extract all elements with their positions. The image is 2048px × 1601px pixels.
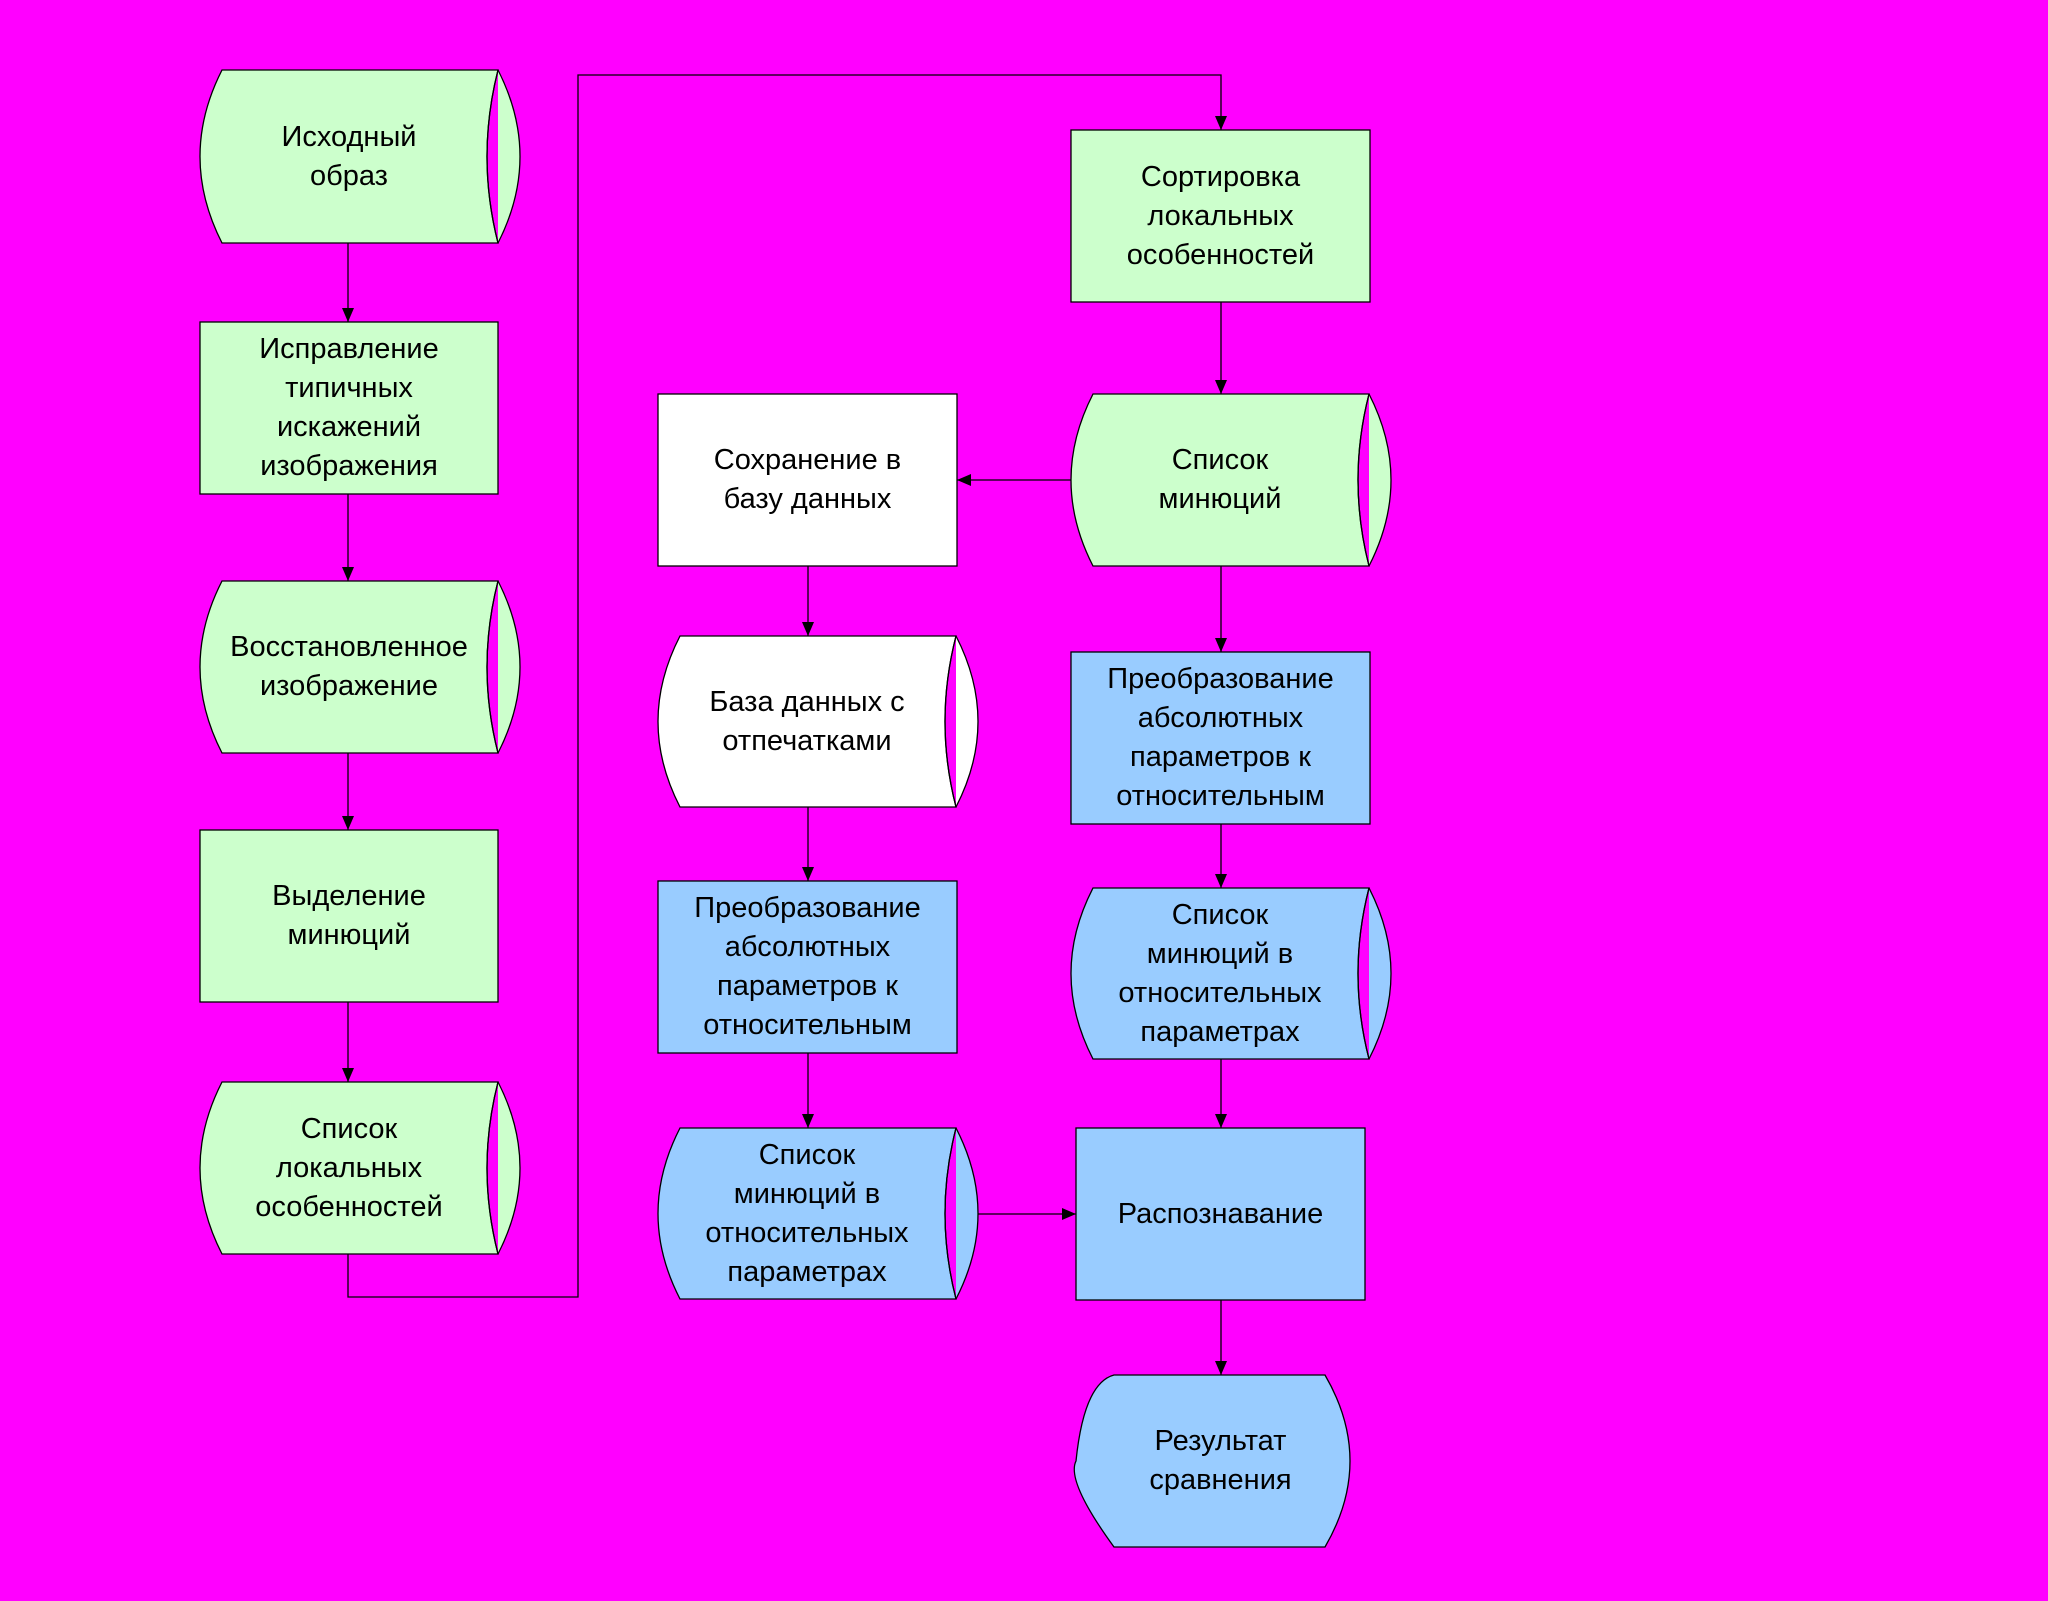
- transform-db-node: [657, 880, 958, 1054]
- relative-list-db-node: [657, 1127, 979, 1300]
- transform-input-node: [1070, 651, 1371, 825]
- restored-image-node: [199, 580, 521, 754]
- connector-local-features-list-to-features-sorting: [347, 74, 1227, 1298]
- local-features-list-node: [199, 1081, 521, 1255]
- comparison-result-node: [1073, 1374, 1351, 1548]
- fingerprint-db-node: [657, 635, 979, 808]
- relative-list-input-node: [1070, 887, 1392, 1060]
- save-to-db-node: [657, 393, 958, 567]
- features-sorting-node: [1070, 129, 1371, 303]
- recognition-node: [1075, 1127, 1366, 1301]
- minutiae-list-node: [1070, 393, 1392, 567]
- distortion-fix-node: [199, 321, 499, 495]
- source-image-node: [199, 69, 521, 244]
- minutiae-extraction-node: [199, 829, 499, 1003]
